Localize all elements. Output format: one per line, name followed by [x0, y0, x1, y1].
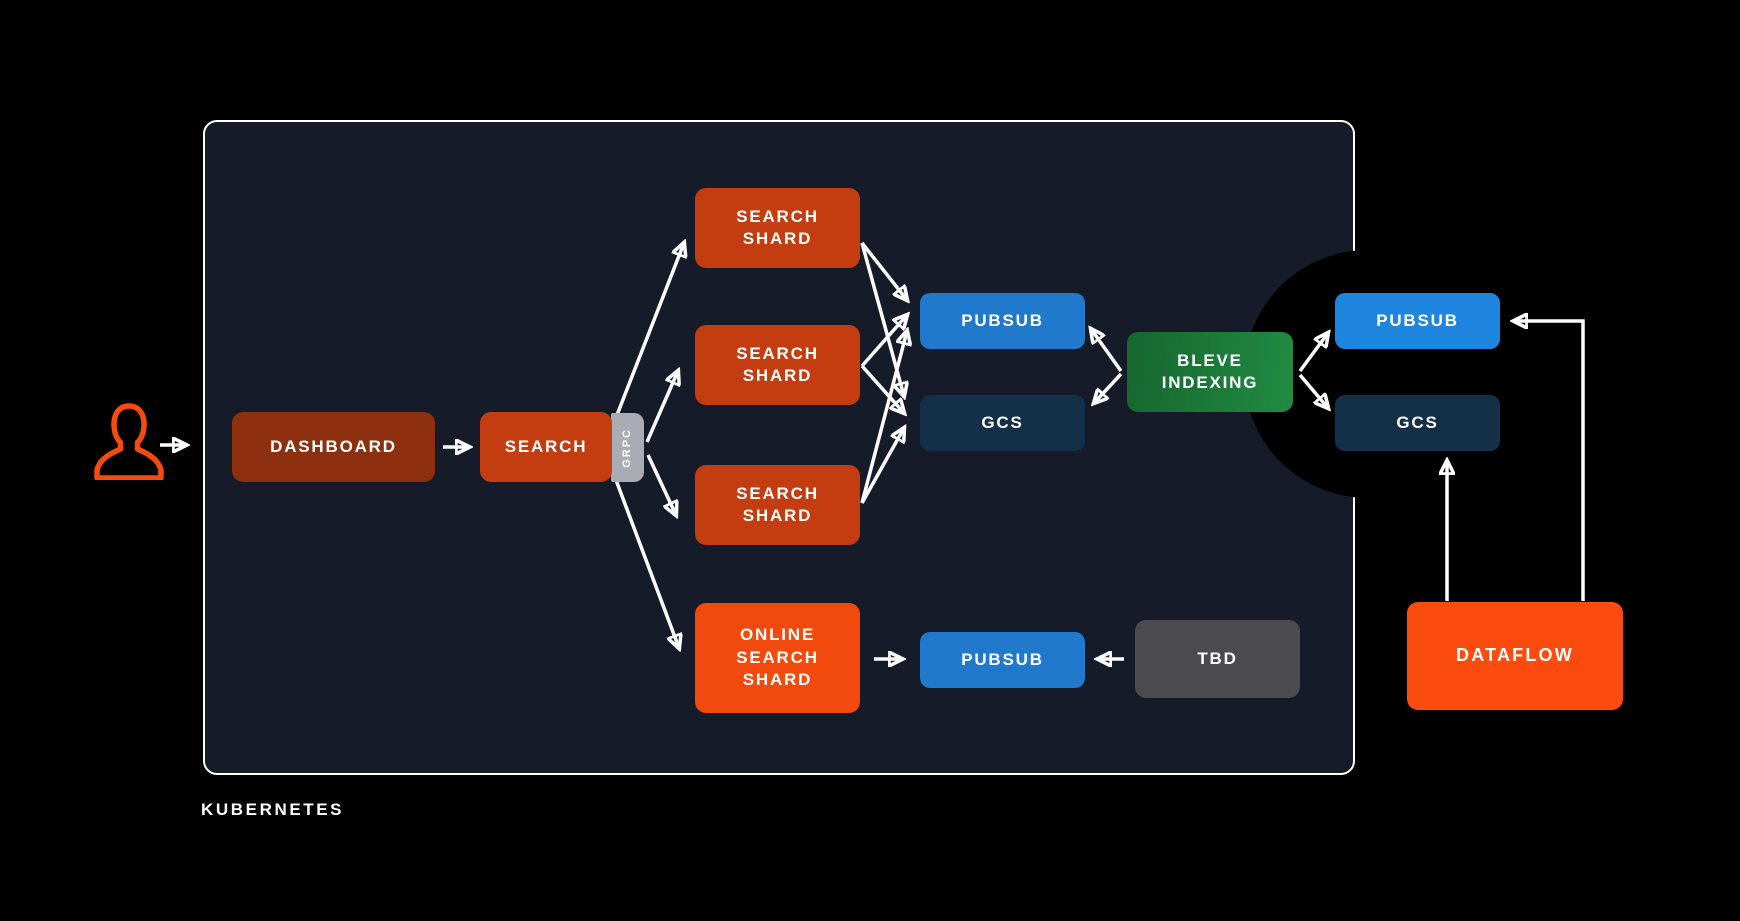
- node-search-label: SEARCH: [504, 436, 588, 456]
- node-search-shard-3: SEARCH SHARD: [695, 465, 860, 545]
- node-pubsub-mid: PUBSUB: [920, 293, 1085, 349]
- node-tbd-label: TBD: [1197, 648, 1238, 668]
- node-gcs-right: GCS: [1335, 395, 1500, 451]
- node-pubsub-right-label: PUBSUB: [1376, 310, 1459, 330]
- kubernetes-label: KUBERNETES: [201, 800, 345, 819]
- node-pubsub-bottom-label: PUBSUB: [961, 649, 1044, 669]
- node-search: SEARCH: [480, 412, 612, 482]
- node-grpc-label: GRPC: [621, 427, 633, 468]
- node-bleve-indexing: BLEVE INDEXING: [1127, 332, 1293, 412]
- node-gcs-mid-label: GCS: [981, 412, 1024, 432]
- node-gcs-right-label: GCS: [1396, 412, 1439, 432]
- node-bleve-indexing-label: BLEVE INDEXING: [1161, 350, 1259, 392]
- edge-dataflow-pubsub-right: [1514, 321, 1585, 601]
- node-search-shard-2: SEARCH SHARD: [695, 325, 860, 405]
- node-grpc-tab: GRPC: [611, 413, 644, 482]
- user-icon: [94, 403, 164, 480]
- node-pubsub-mid-label: PUBSUB: [961, 310, 1044, 330]
- node-search-shard-1-label: SEARCH SHARD: [736, 206, 819, 248]
- node-pubsub-bottom: PUBSUB: [920, 632, 1085, 688]
- node-dashboard-label: DASHBOARD: [270, 436, 397, 456]
- node-dataflow-label: DATAFLOW: [1456, 645, 1574, 666]
- node-search-shard-3-label: SEARCH SHARD: [736, 483, 819, 525]
- node-dashboard: DASHBOARD: [232, 412, 435, 482]
- node-search-shard-2-label: SEARCH SHARD: [736, 343, 819, 385]
- node-dataflow: DATAFLOW: [1407, 602, 1623, 710]
- node-search-shard-1: SEARCH SHARD: [695, 188, 860, 268]
- node-online-search-shard: ONLINE SEARCH SHARD: [695, 603, 860, 713]
- node-tbd: TBD: [1135, 620, 1300, 698]
- node-pubsub-right: PUBSUB: [1335, 293, 1500, 349]
- node-gcs-mid: GCS: [920, 395, 1085, 451]
- node-online-search-shard-label: ONLINE SEARCH SHARD: [736, 625, 819, 690]
